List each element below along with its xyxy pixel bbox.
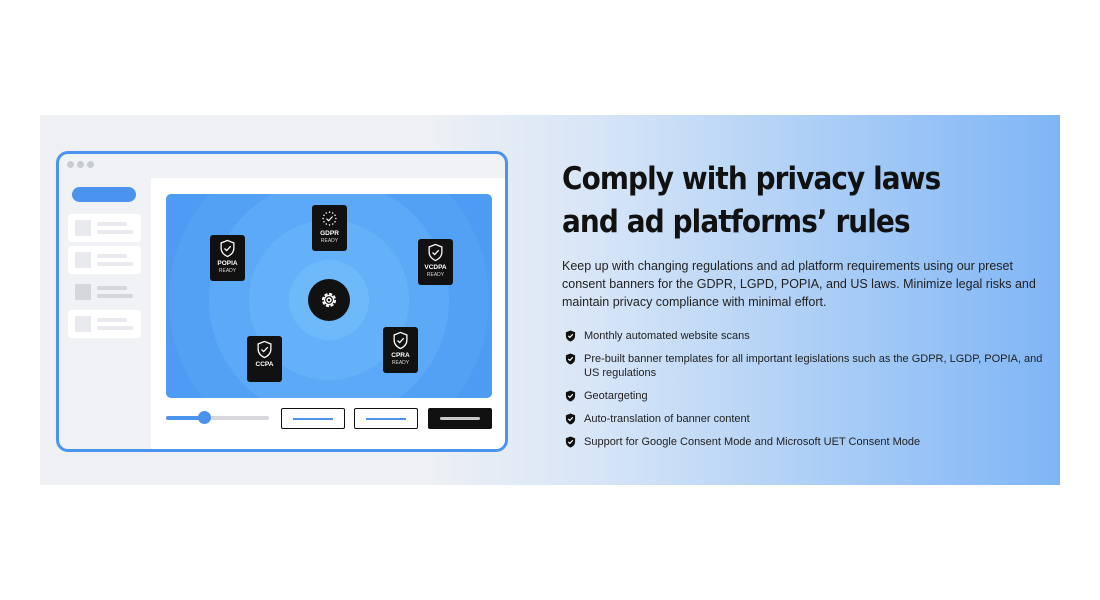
section-description: Keep up with changing regulations and ad…: [562, 259, 1036, 309]
outline-button: [281, 408, 345, 429]
popia-badge: POPIA READY: [210, 235, 245, 281]
window-controls: [67, 161, 94, 168]
shield-check-icon: [220, 239, 235, 258]
shield-check-icon: [257, 340, 272, 359]
consent-banner-illustration: GDPR READY POPIA READY VCD: [56, 151, 508, 452]
shield-check-icon: [393, 331, 408, 350]
badge-status: READY: [426, 272, 445, 278]
shield-check-icon: [428, 243, 443, 262]
feature-text: Auto-translation of banner content: [584, 413, 750, 425]
outline-button: [354, 408, 418, 429]
feature-item: Support for Google Consent Mode and Micr…: [565, 435, 1045, 449]
solid-button: [428, 408, 492, 429]
window-dot: [87, 161, 94, 168]
feature-text: Geotargeting: [584, 390, 648, 402]
privacy-banner-section: GDPR READY POPIA READY VCD: [40, 115, 1060, 485]
slider-fill: [166, 416, 204, 420]
gear-icon: [321, 292, 337, 308]
section-headline: Comply with privacy laws and ad platform…: [562, 161, 941, 240]
badge-status: READY: [320, 238, 339, 244]
slider-handle: [198, 411, 211, 424]
feature-text: Monthly automated website scans: [584, 330, 750, 342]
content-pane: GDPR READY POPIA READY VCD: [151, 178, 505, 449]
feature-list: Monthly automated website scans Pre-buil…: [565, 329, 1045, 458]
settings-hub: [308, 279, 350, 321]
gdpr-badge: GDPR READY: [312, 205, 347, 251]
window-dot: [77, 161, 84, 168]
shield-check-icon: [565, 436, 576, 448]
badge-name: CPRA: [391, 352, 410, 359]
sidebar-card: [68, 214, 141, 242]
feature-item: Pre-built banner templates for all impor…: [565, 352, 1045, 380]
shield-check-icon: [565, 413, 576, 425]
shield-check-icon: [565, 353, 576, 365]
sidebar-active-pill: [72, 187, 136, 202]
badge-status: READY: [218, 268, 237, 274]
eu-stars-check-icon: [322, 211, 337, 226]
shield-check-icon: [565, 390, 576, 402]
vcdpa-badge: VCDPA READY: [418, 239, 453, 285]
feature-item: Auto-translation of banner content: [565, 412, 1045, 426]
cpra-badge: CPRA READY: [383, 327, 418, 373]
feature-text: Pre-built banner templates for all impor…: [584, 353, 1043, 379]
shield-check-icon: [565, 330, 576, 342]
compliance-stage: GDPR READY POPIA READY VCD: [166, 194, 492, 398]
ccpa-badge: CCPA: [247, 336, 282, 382]
window-dot: [67, 161, 74, 168]
badge-name: GDPR: [320, 230, 339, 237]
sidebar-card: [68, 278, 141, 306]
sidebar-card: [68, 246, 141, 274]
slider-track: [166, 416, 269, 420]
badge-name: VCDPA: [424, 264, 447, 271]
sidebar-card: [68, 310, 141, 338]
feature-text: Support for Google Consent Mode and Micr…: [584, 436, 921, 448]
badge-name: POPIA: [217, 260, 238, 267]
feature-item: Monthly automated website scans: [565, 329, 1045, 343]
badge-name: CCPA: [255, 361, 274, 368]
feature-item: Geotargeting: [565, 389, 1045, 403]
badge-status: READY: [391, 360, 410, 366]
